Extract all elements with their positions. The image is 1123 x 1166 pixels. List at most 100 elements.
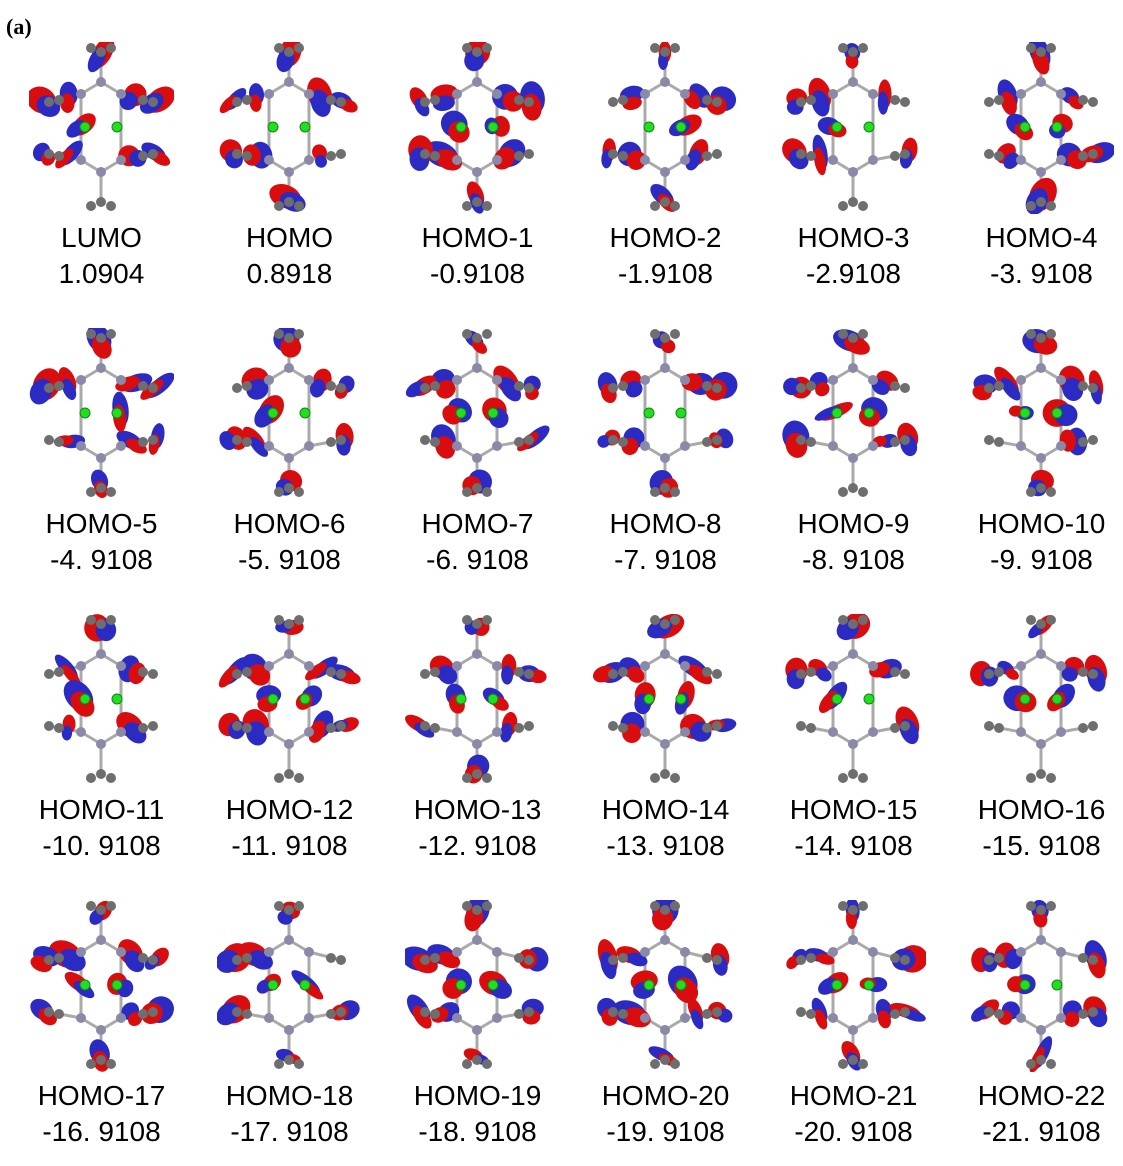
carbon-atom	[336, 435, 346, 445]
orbital-lobe	[62, 378, 77, 400]
orbital-label: HOMO-22	[977, 1080, 1106, 1111]
carbon-atom	[670, 1059, 680, 1069]
nitrogen-atom	[828, 89, 838, 99]
orbital-label: HOMO-5	[45, 508, 158, 539]
carbon-atom	[294, 43, 304, 53]
orbital-lobe	[437, 665, 458, 685]
orbital-lobe	[1000, 377, 1021, 401]
orbital-cell: HOMO-22-21. 9108	[948, 878, 1123, 1166]
carbon-atom	[462, 615, 472, 625]
carbon-atom	[702, 437, 712, 447]
carbon-atom	[858, 201, 868, 211]
carbon-atom	[848, 619, 858, 629]
carbon-atom	[712, 149, 722, 159]
carbon-atom	[660, 905, 670, 915]
metal-atom	[455, 407, 467, 419]
orbital-label: HOMO-10	[977, 508, 1106, 539]
orbital-label: HOMO-21	[789, 1080, 918, 1111]
orbital-lobe	[471, 339, 487, 354]
molecule-orbital-image	[219, 328, 355, 497]
nitrogen-atom	[1036, 77, 1046, 87]
nitrogen-atom	[304, 441, 314, 451]
nitrogen-atom	[472, 739, 482, 749]
orbital-caption: HOMO-4-3. 9108	[948, 220, 1123, 292]
orbital-caption: HOMO-15-14. 9108	[760, 792, 947, 864]
nitrogen-atom	[848, 739, 858, 749]
carbon-atom	[712, 435, 722, 445]
carbon-atom	[796, 149, 806, 159]
carbon-atom	[608, 149, 618, 159]
carbon-atom	[472, 483, 482, 493]
nitrogen-atom	[1036, 935, 1046, 945]
carbon-atom	[1026, 615, 1036, 625]
carbon-atom	[242, 723, 252, 733]
nitrogen-atom	[472, 77, 482, 87]
molecule-orbital-image	[786, 900, 926, 1071]
carbon-atom	[1046, 329, 1056, 339]
nitrogen-atom	[1016, 375, 1026, 385]
carbon-atom	[796, 435, 806, 445]
metal-atom	[267, 979, 279, 991]
carbon-atom	[242, 437, 252, 447]
orbital-energy: 0.8918	[246, 258, 333, 289]
orbital-lobe	[971, 1005, 989, 1022]
nitrogen-atom	[492, 661, 502, 671]
metal-atom	[79, 121, 91, 133]
nitrogen-atom	[76, 441, 86, 451]
carbon-atom	[524, 955, 534, 965]
carbon-atom	[86, 773, 96, 783]
carbon-atom	[1078, 953, 1088, 963]
nitrogen-atom	[1056, 727, 1066, 737]
carbon-atom	[242, 667, 252, 677]
nitrogen-atom	[264, 375, 274, 385]
metal-atom	[299, 407, 311, 419]
orbital-lobe	[405, 380, 426, 398]
carbon-atom	[650, 43, 660, 53]
carbon-atom	[138, 667, 148, 677]
metal-atom	[299, 121, 311, 133]
metal-atom	[831, 121, 843, 133]
orbital-cell: HOMO-4-3. 9108	[948, 20, 1123, 308]
orbital-lobe	[625, 381, 643, 398]
carbon-atom	[284, 333, 294, 343]
carbon-atom	[1078, 95, 1088, 105]
carbon-atom	[1026, 201, 1036, 211]
orbital-label: HOMO-9	[797, 508, 910, 539]
orbital-lobe	[500, 722, 513, 743]
nitrogen-atom	[264, 947, 274, 957]
carbon-atom	[900, 149, 910, 159]
metal-atom	[831, 979, 843, 991]
orbital-label: HOMO-8	[609, 508, 722, 539]
carbon-atom	[524, 383, 534, 393]
carbon-atom	[838, 1059, 848, 1069]
carbon-atom	[900, 383, 910, 393]
carbon-atom	[1088, 435, 1098, 445]
carbon-atom	[86, 1059, 96, 1069]
carbon-atom	[670, 43, 680, 53]
carbon-atom	[1078, 437, 1088, 447]
carbon-atom	[994, 437, 1004, 447]
carbon-atom	[514, 667, 524, 677]
carbon-atom	[148, 383, 158, 393]
carbon-atom	[1088, 383, 1098, 393]
nitrogen-atom	[452, 89, 462, 99]
nitrogen-atom	[96, 935, 106, 945]
nitrogen-atom	[472, 649, 482, 659]
carbon-atom	[284, 905, 294, 915]
carbon-atom	[232, 1007, 242, 1017]
carbon-atom	[900, 435, 910, 445]
carbon-atom	[482, 773, 492, 783]
carbon-atom	[430, 95, 440, 105]
carbon-atom	[514, 381, 524, 391]
carbon-atom	[660, 47, 670, 57]
orbital-lobe	[815, 382, 830, 397]
nitrogen-atom	[660, 1025, 670, 1035]
carbon-atom	[618, 437, 628, 447]
nitrogen-atom	[264, 155, 274, 165]
orbital-label: HOMO-16	[977, 794, 1106, 825]
carbon-atom	[420, 955, 430, 965]
nitrogen-atom	[1056, 375, 1066, 385]
orbital-lobe	[627, 666, 645, 683]
nitrogen-atom	[640, 89, 650, 99]
